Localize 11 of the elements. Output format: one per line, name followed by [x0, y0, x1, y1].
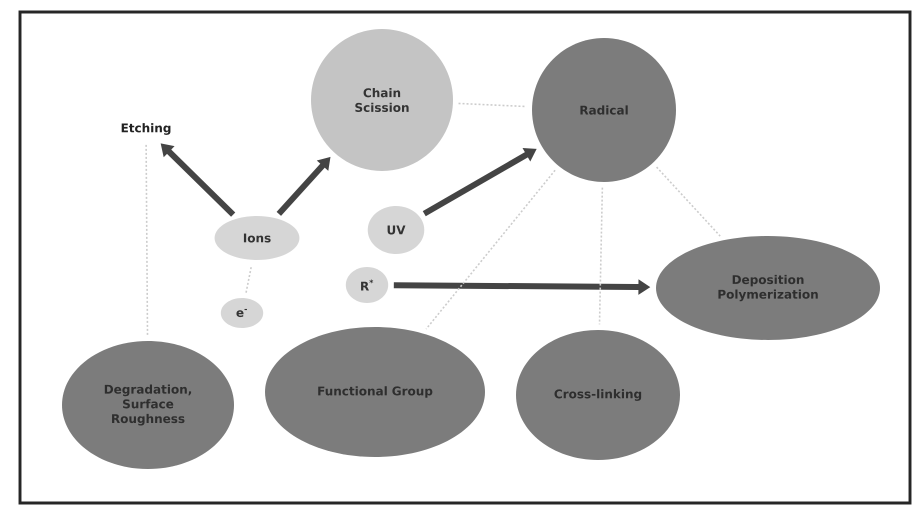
- connector-line: [145, 144, 148, 336]
- species-blob: Ions: [214, 216, 300, 260]
- species-blob: R$^{*}$: [346, 267, 388, 303]
- connector-line: [458, 102, 527, 108]
- connector-line: [245, 265, 252, 293]
- species-blob: UV: [368, 206, 424, 254]
- connector-line: [426, 170, 556, 330]
- species-blob: e$^{-}$: [220, 298, 264, 328]
- connector-line: [598, 188, 604, 324]
- process-label: Etching: [122, 123, 170, 135]
- connector-line: [656, 166, 721, 237]
